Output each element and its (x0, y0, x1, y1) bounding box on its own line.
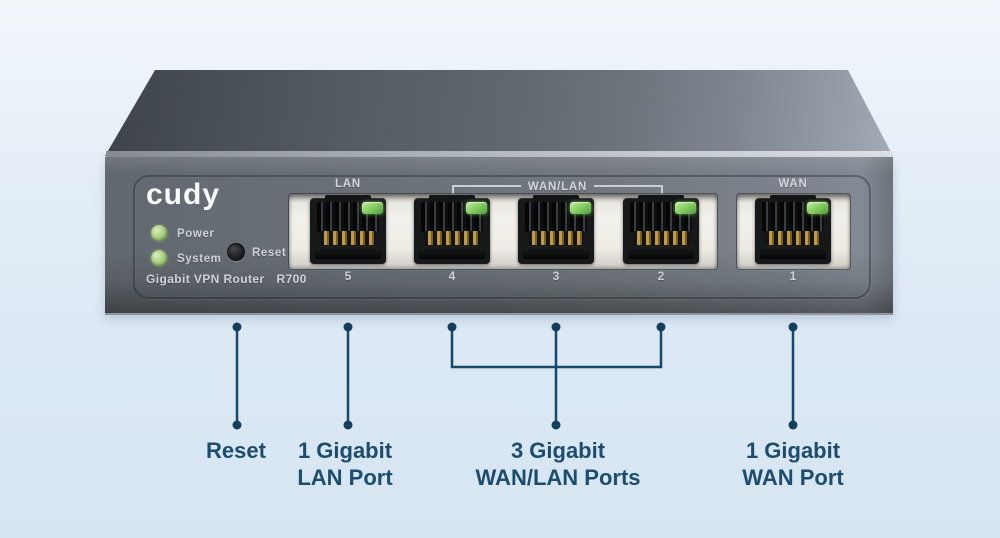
port-number-4: 4 (448, 269, 456, 283)
port-number-5: 5 (344, 269, 352, 283)
rj45-latch (429, 195, 475, 201)
cudy-logo: cudy (146, 178, 221, 211)
rj45-latch (325, 195, 371, 201)
callout-label-reset: Reset (186, 437, 286, 464)
port-recess-lan-wanlan (289, 194, 717, 269)
rj45-cavity (314, 246, 382, 260)
reset-button (227, 243, 245, 261)
wan-group-label: WAN (778, 178, 808, 190)
lan-callout-dot-top (343, 322, 353, 332)
front-panel-groove (133, 175, 871, 299)
rj45-port-3 (518, 195, 594, 264)
port-led-icon (807, 202, 828, 214)
rj45-latch (533, 195, 579, 201)
power-led-icon (151, 225, 167, 241)
rj45-gold-pins (319, 231, 377, 245)
port-recess-wan (737, 194, 850, 269)
wanlan-callout-dot-port4 (447, 322, 457, 332)
rj45-cavity (418, 246, 486, 260)
bracket-right-tick (661, 185, 664, 194)
reset-button-label: Reset (252, 247, 287, 259)
wanlan-bracket: WAN/LAN (452, 180, 664, 194)
power-led-label: Power (177, 228, 215, 240)
router-top-edge-highlight (106, 151, 893, 157)
router-top-face (105, 70, 893, 156)
port-led-icon (570, 202, 591, 214)
callout-label-wan: 1 Gigabit WAN Port (703, 437, 883, 491)
rj45-gold-pins (527, 231, 585, 245)
bracket-right-bar (594, 185, 662, 187)
rj45-cavity (759, 246, 827, 260)
model-text: Gigabit VPN Router R700 (146, 270, 307, 288)
wan-callout-dot-bottom (788, 420, 798, 430)
wanlan-callout-dot-port3 (551, 322, 561, 332)
callout-label-wanlan-line2: WAN/LAN Ports (475, 465, 641, 490)
rj45-latch (770, 195, 816, 201)
port-led-icon (466, 202, 487, 214)
wan-callout-dot-top (788, 322, 798, 332)
rj45-port-2 (623, 195, 699, 264)
lan-group-label: LAN (334, 178, 362, 190)
callout-label-wanlan-line1: 3 Gigabit (510, 438, 606, 463)
bracket-left-bar (454, 185, 521, 187)
port-number-1: 1 (789, 269, 797, 283)
callout-label-wan-line1: 1 Gigabit (745, 438, 841, 463)
model-name: Gigabit VPN Router (146, 272, 265, 286)
rj45-port-1 (755, 195, 831, 264)
rj45-cavity (522, 246, 590, 260)
port-led-icon (362, 202, 383, 214)
system-led-icon (151, 250, 167, 266)
callout-label-wanlan: 3 Gigabit WAN/LAN Ports (458, 437, 658, 491)
rj45-latch (638, 195, 684, 201)
rj45-gold-pins (423, 231, 481, 245)
reset-callout-dot-bottom (232, 420, 242, 430)
callout-label-lan: 1 Gigabit LAN Port (273, 437, 417, 491)
rj45-cavity (627, 246, 695, 260)
port-number-3: 3 (552, 269, 560, 283)
callout-label-lan-line1: 1 Gigabit (297, 438, 393, 463)
reset-callout-dot-top (232, 322, 242, 332)
port-number-2: 2 (657, 269, 665, 283)
callout-label-reset-text: Reset (206, 438, 266, 463)
lan-callout-dot-bottom (343, 420, 353, 430)
system-led-label: System (177, 253, 222, 265)
callout-label-wan-line2: WAN Port (742, 465, 844, 490)
wanlan-group-label: WAN/LAN (527, 181, 588, 193)
rj45-port-5 (310, 195, 386, 264)
wanlan-callout-dot-port2 (656, 322, 666, 332)
rj45-gold-pins (632, 231, 690, 245)
wanlan-callout-bracket (450, 327, 663, 369)
port-led-icon (675, 202, 696, 214)
model-number: R700 (276, 272, 307, 286)
wanlan-callout-dot-bottom (551, 420, 561, 430)
rj45-gold-pins (764, 231, 822, 245)
bracket-left-tick (452, 185, 454, 194)
callout-label-lan-line2: LAN Port (297, 465, 393, 490)
rj45-port-4 (414, 195, 490, 264)
